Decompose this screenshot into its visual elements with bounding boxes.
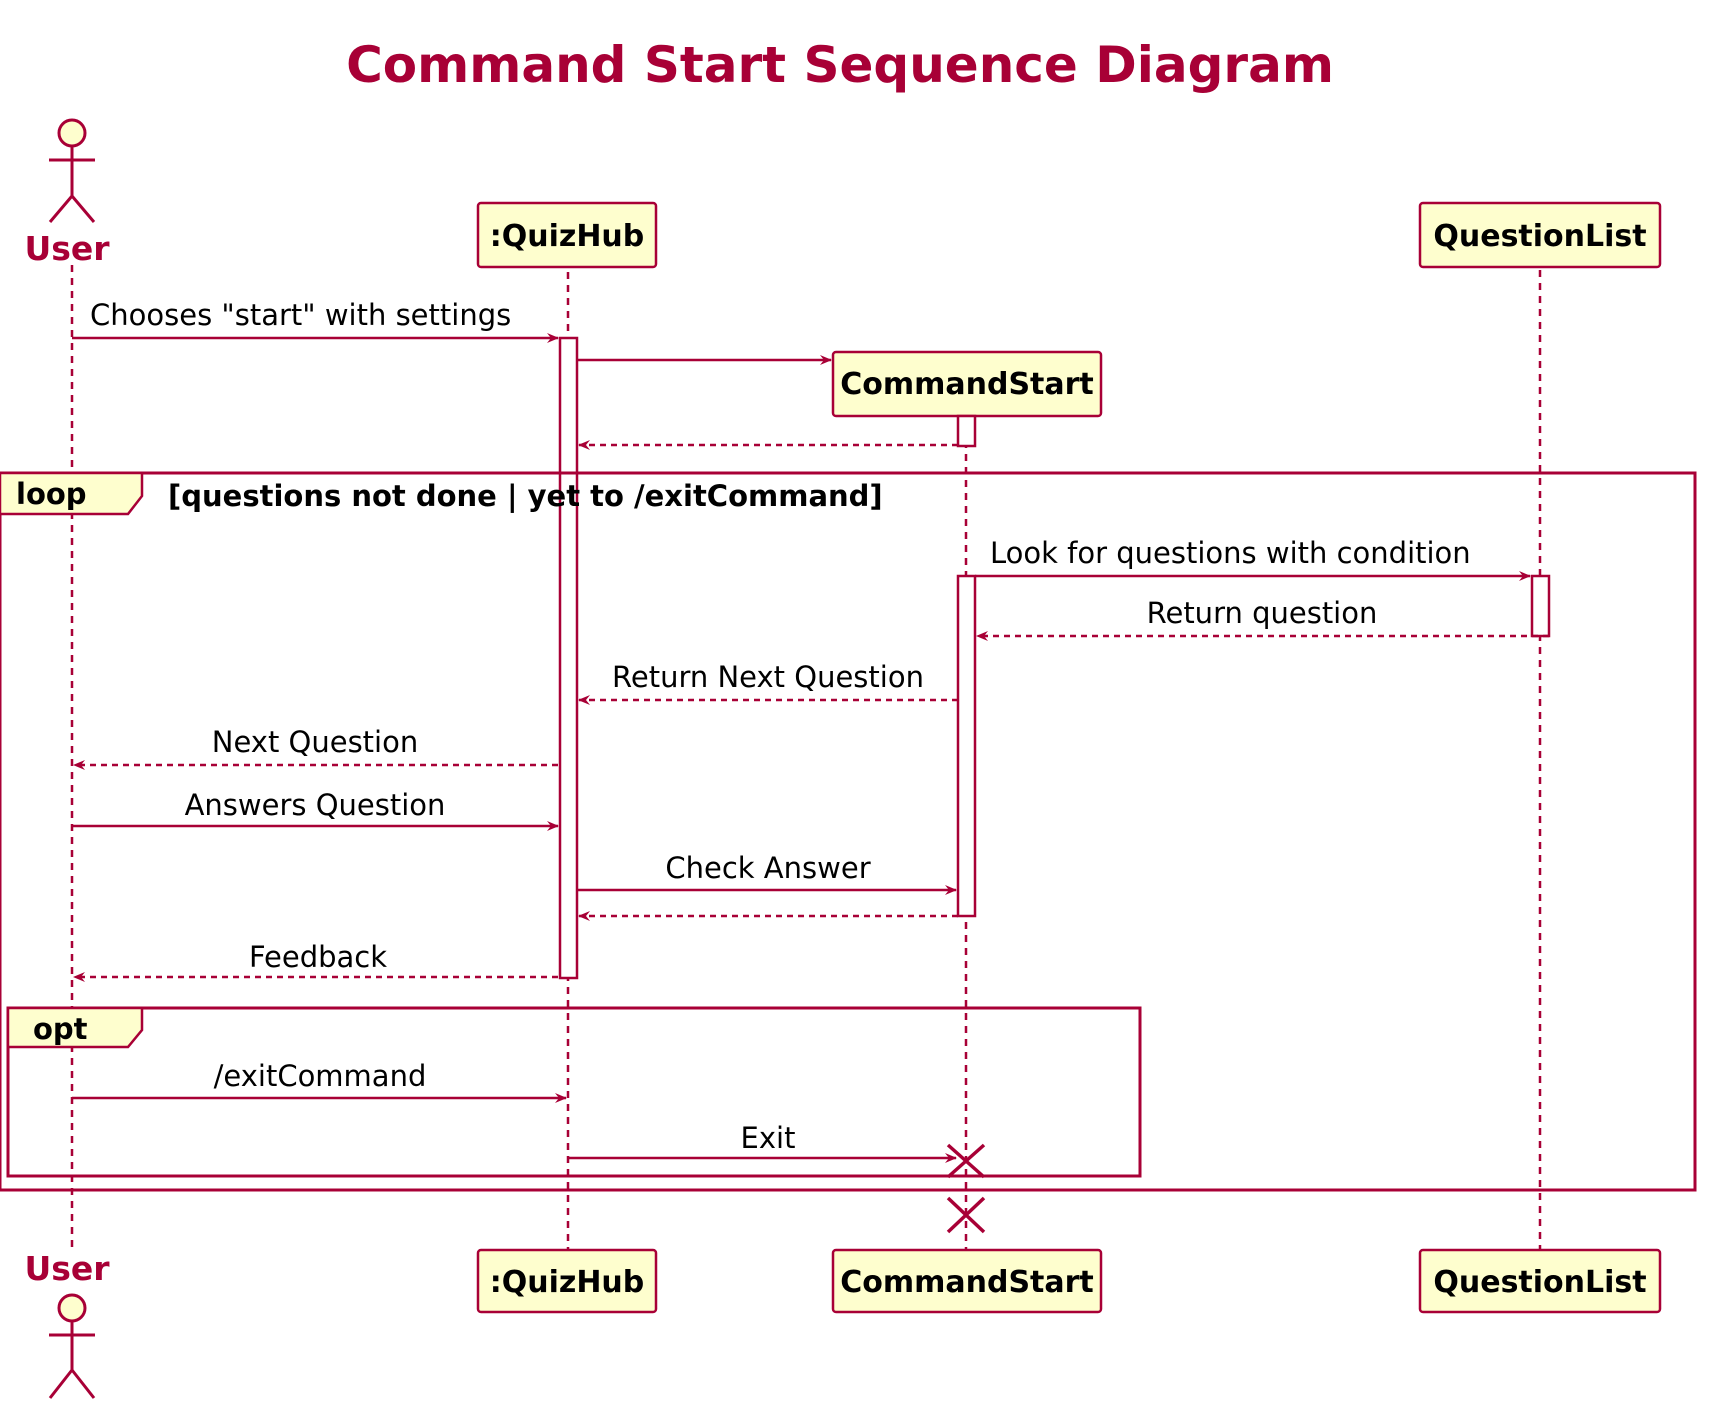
loop-condition: [questions not done | yet to /exitComman… bbox=[168, 479, 883, 513]
user-actor-bottom-icon bbox=[48, 1293, 96, 1399]
message-exit-command-label: /exitCommand bbox=[214, 1059, 427, 1093]
questionlist-participant-bottom: QuestionList bbox=[1418, 1248, 1662, 1314]
quizhub-participant-top: :QuizHub bbox=[476, 201, 658, 269]
destroy-marker-end-icon bbox=[946, 1196, 986, 1234]
user-actor-bottom-label: User bbox=[24, 1249, 110, 1288]
commandstart-participant-bottom: CommandStart bbox=[831, 1248, 1103, 1314]
message-check-answer-label: Check Answer bbox=[665, 851, 870, 885]
diagram-title: Command Start Sequence Diagram bbox=[346, 36, 1334, 94]
message-return-next-question-label: Return Next Question bbox=[612, 660, 924, 694]
loop-frame: loop [questions not done | yet to /exitC… bbox=[0, 471, 1697, 1192]
questionlist-bottom-label: QuestionList bbox=[1433, 1265, 1646, 1300]
commandstart-activation bbox=[956, 574, 977, 918]
commandstart-created-label: CommandStart bbox=[840, 367, 1094, 402]
questionlist-activation bbox=[1530, 574, 1551, 638]
questionlist-top-label: QuestionList bbox=[1433, 219, 1646, 254]
quizhub-bottom-label: :QuizHub bbox=[490, 1265, 645, 1300]
opt-keyword: opt bbox=[33, 1012, 88, 1046]
message-look-for-questions-label: Look for questions with condition bbox=[990, 536, 1471, 570]
user-actor-top-icon bbox=[48, 118, 96, 223]
commandstart-bottom-label: CommandStart bbox=[840, 1265, 1094, 1300]
quizhub-activation bbox=[558, 336, 579, 980]
quizhub-participant-bottom: :QuizHub bbox=[476, 1248, 658, 1314]
message-return-question-label: Return question bbox=[1147, 596, 1378, 630]
questionlist-participant-top: QuestionList bbox=[1418, 201, 1662, 269]
message-exit-label: Exit bbox=[741, 1121, 796, 1155]
opt-frame: opt bbox=[6, 1006, 1142, 1178]
message-answers-question-label: Answers Question bbox=[185, 788, 446, 822]
message-choose-start-label: Chooses "start" with settings bbox=[90, 298, 511, 332]
commandstart-activation-small bbox=[956, 414, 977, 448]
message-feedback-label: Feedback bbox=[249, 940, 387, 974]
message-next-question-label: Next Question bbox=[212, 725, 418, 759]
quizhub-top-label: :QuizHub bbox=[490, 219, 645, 254]
user-actor-top-label: User bbox=[24, 229, 110, 268]
loop-keyword: loop bbox=[16, 477, 87, 511]
destroy-marker-exit-icon bbox=[946, 1143, 986, 1179]
commandstart-participant-created: CommandStart bbox=[831, 350, 1103, 418]
